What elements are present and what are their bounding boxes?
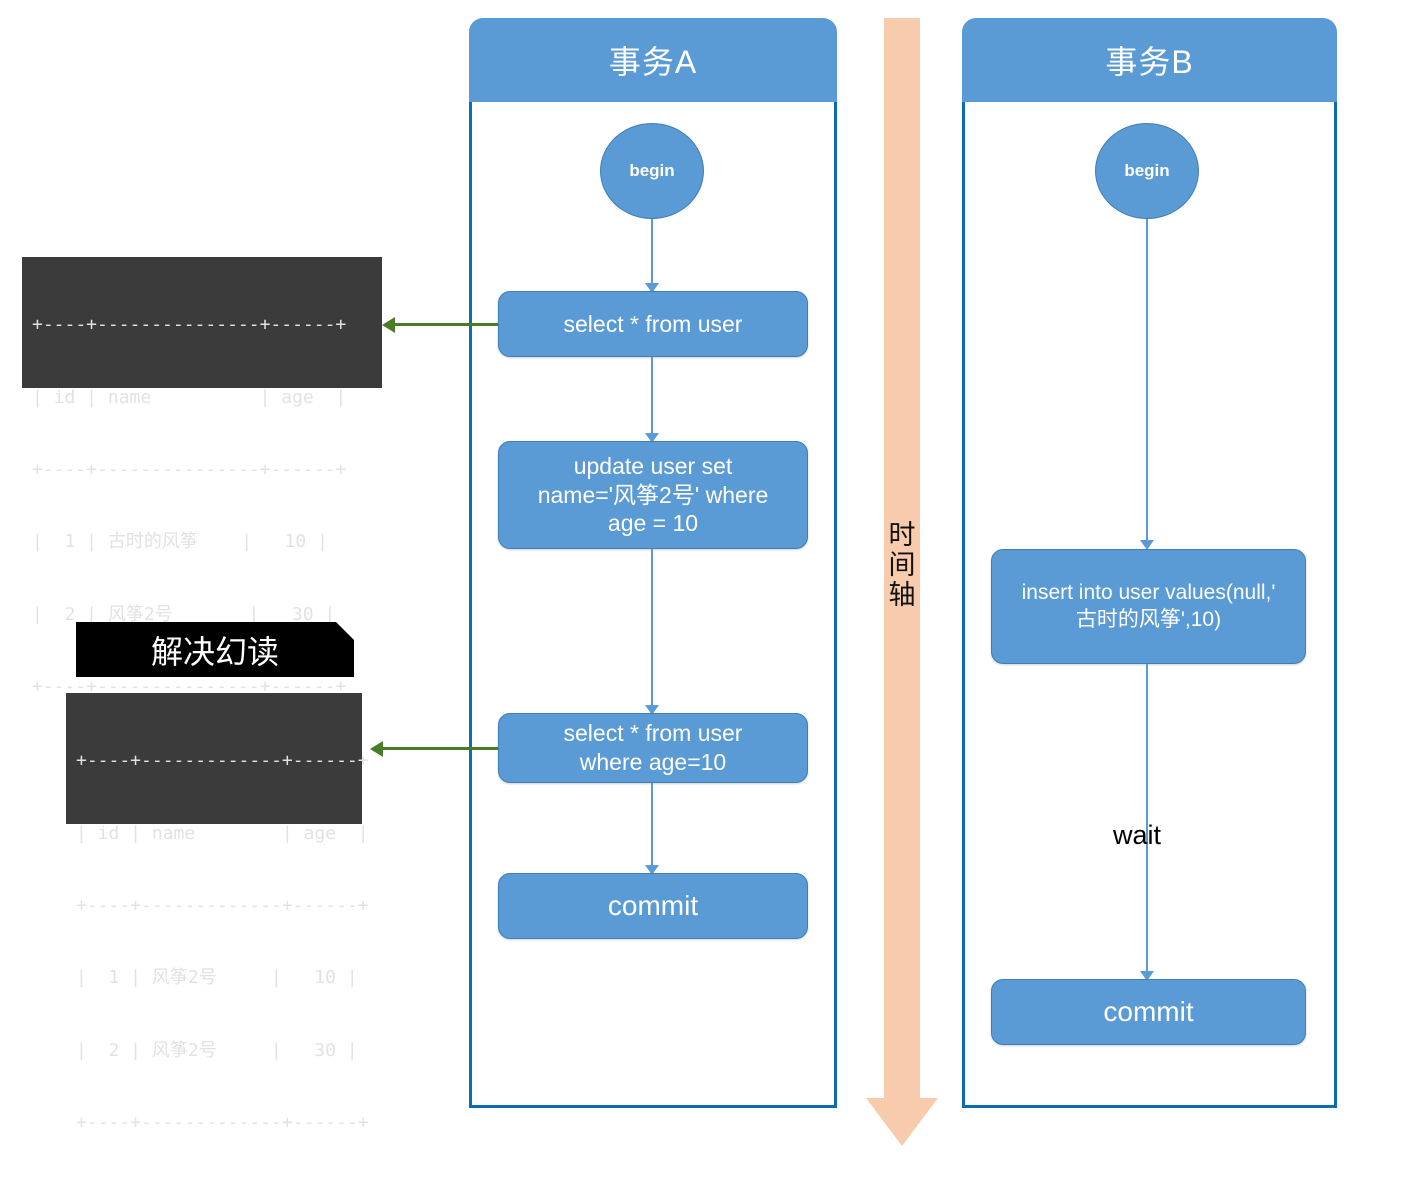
connector-b-begin-to-insert: [1146, 219, 1148, 544]
lane-header-transaction-a: 事务A: [469, 18, 837, 102]
node-select-age-a-line2: where age=10: [579, 749, 727, 775]
connector-a-begin-to-select-arrowhead: [645, 283, 659, 293]
connector-a-begin-to-select: [651, 219, 653, 287]
node-commit-b[interactable]: commit: [991, 979, 1306, 1045]
node-update-a-line3: age = 10: [607, 510, 699, 537]
node-begin-b[interactable]: begin: [1095, 123, 1199, 219]
diagram-canvas: 事务A begin select * from user update user…: [22, 18, 1337, 1146]
console-data-row: | 2 | 风筝2号 | 30 |: [76, 1039, 358, 1061]
callout-arrow-head-bottom: [370, 741, 383, 757]
banner-text: 解决幻读: [150, 632, 279, 671]
node-commit-b-label: commit: [1103, 995, 1194, 1027]
console-header-row: | id | name | age |: [76, 822, 369, 844]
console-data-row: | 2 | 风筝2号 | 30 |: [32, 603, 336, 625]
console-rule-top: +----+---------------+------+: [32, 314, 347, 336]
lane-title-b: 事务B: [1105, 44, 1194, 80]
time-axis-char-1: 时: [888, 520, 916, 551]
callout-arrow-line-top: [392, 323, 498, 326]
callout-arrow-head-top: [382, 317, 395, 333]
node-select-age-a[interactable]: select * from user where age=10: [498, 713, 808, 783]
node-select-age-a-line1: select * from user: [563, 720, 743, 747]
console-rule-bottom: +----+-------------+------+: [76, 1111, 369, 1133]
lane-header-transaction-b: 事务B: [962, 18, 1337, 102]
lane-transaction-b: [962, 100, 1337, 1108]
connector-a-select2-to-commit: [651, 783, 653, 869]
node-begin-b-label: begin: [1124, 161, 1170, 180]
console-rule-mid: +----+---------------+------+: [32, 458, 347, 480]
node-update-a[interactable]: update user set name='风筝2号' where age = …: [498, 441, 808, 549]
connector-b-begin-to-insert-arrowhead: [1140, 540, 1154, 550]
banner-solve-phantom-read: 解决幻读: [76, 622, 354, 677]
time-axis-label: 时 间 轴: [885, 520, 919, 612]
node-update-a-line2: name='风筝2号' where: [537, 481, 769, 508]
connector-b-insert-to-commit-arrowhead: [1140, 971, 1154, 981]
connector-a-select-to-update: [651, 357, 653, 437]
node-insert-b-line1: insert into user values(null,': [1021, 581, 1276, 605]
lane-title-a: 事务A: [608, 44, 698, 80]
connector-a-update-to-select2: [651, 549, 653, 709]
connector-b-insert-to-commit: [1146, 664, 1148, 975]
wait-label: wait: [1113, 820, 1161, 851]
console-rule-bottom: +----+---------------+------+: [32, 675, 347, 697]
time-axis-char-2: 间: [888, 550, 916, 582]
wait-label-text: wait: [1113, 820, 1162, 850]
node-insert-b-line2: 古时的风筝',10): [1075, 607, 1222, 631]
time-axis-char-3: 轴: [888, 580, 916, 612]
console-data-row: | 1 | 风筝2号 | 10 |: [76, 967, 358, 989]
node-select-all-a-label: select * from user: [563, 310, 743, 337]
console-data-row: | 1 | 古时的风筝 | 10 |: [32, 531, 328, 553]
node-begin-a[interactable]: begin: [600, 123, 704, 219]
console-output-after-fix: +----+-------------+------+ | id | name …: [66, 693, 369, 1133]
node-select-all-a[interactable]: select * from user: [498, 291, 808, 357]
lane-transaction-a: [469, 100, 837, 1108]
time-axis-arrowhead: [866, 1098, 938, 1146]
console-rule-top: +----+-------------+------+: [76, 750, 369, 772]
console-output-initial: +----+---------------+------+ | id | nam…: [22, 257, 382, 697]
node-begin-a-label: begin: [629, 161, 675, 180]
callout-arrow-line-bottom: [382, 747, 498, 750]
node-update-a-line1: update user set: [573, 453, 733, 480]
console-header-row: | id | name | age |: [32, 386, 347, 408]
connector-a-select2-to-commit-arrowhead: [645, 865, 659, 875]
node-commit-a[interactable]: commit: [498, 873, 808, 939]
node-insert-b[interactable]: insert into user values(null,' 古时的风筝',10…: [991, 549, 1306, 664]
node-commit-a-label: commit: [607, 889, 699, 921]
connector-a-select-to-update-arrowhead: [645, 433, 659, 443]
time-axis-shaft: [884, 18, 920, 1108]
connector-a-update-to-select2-arrowhead: [645, 705, 659, 715]
console-rule-mid: +----+-------------+------+: [76, 894, 369, 916]
